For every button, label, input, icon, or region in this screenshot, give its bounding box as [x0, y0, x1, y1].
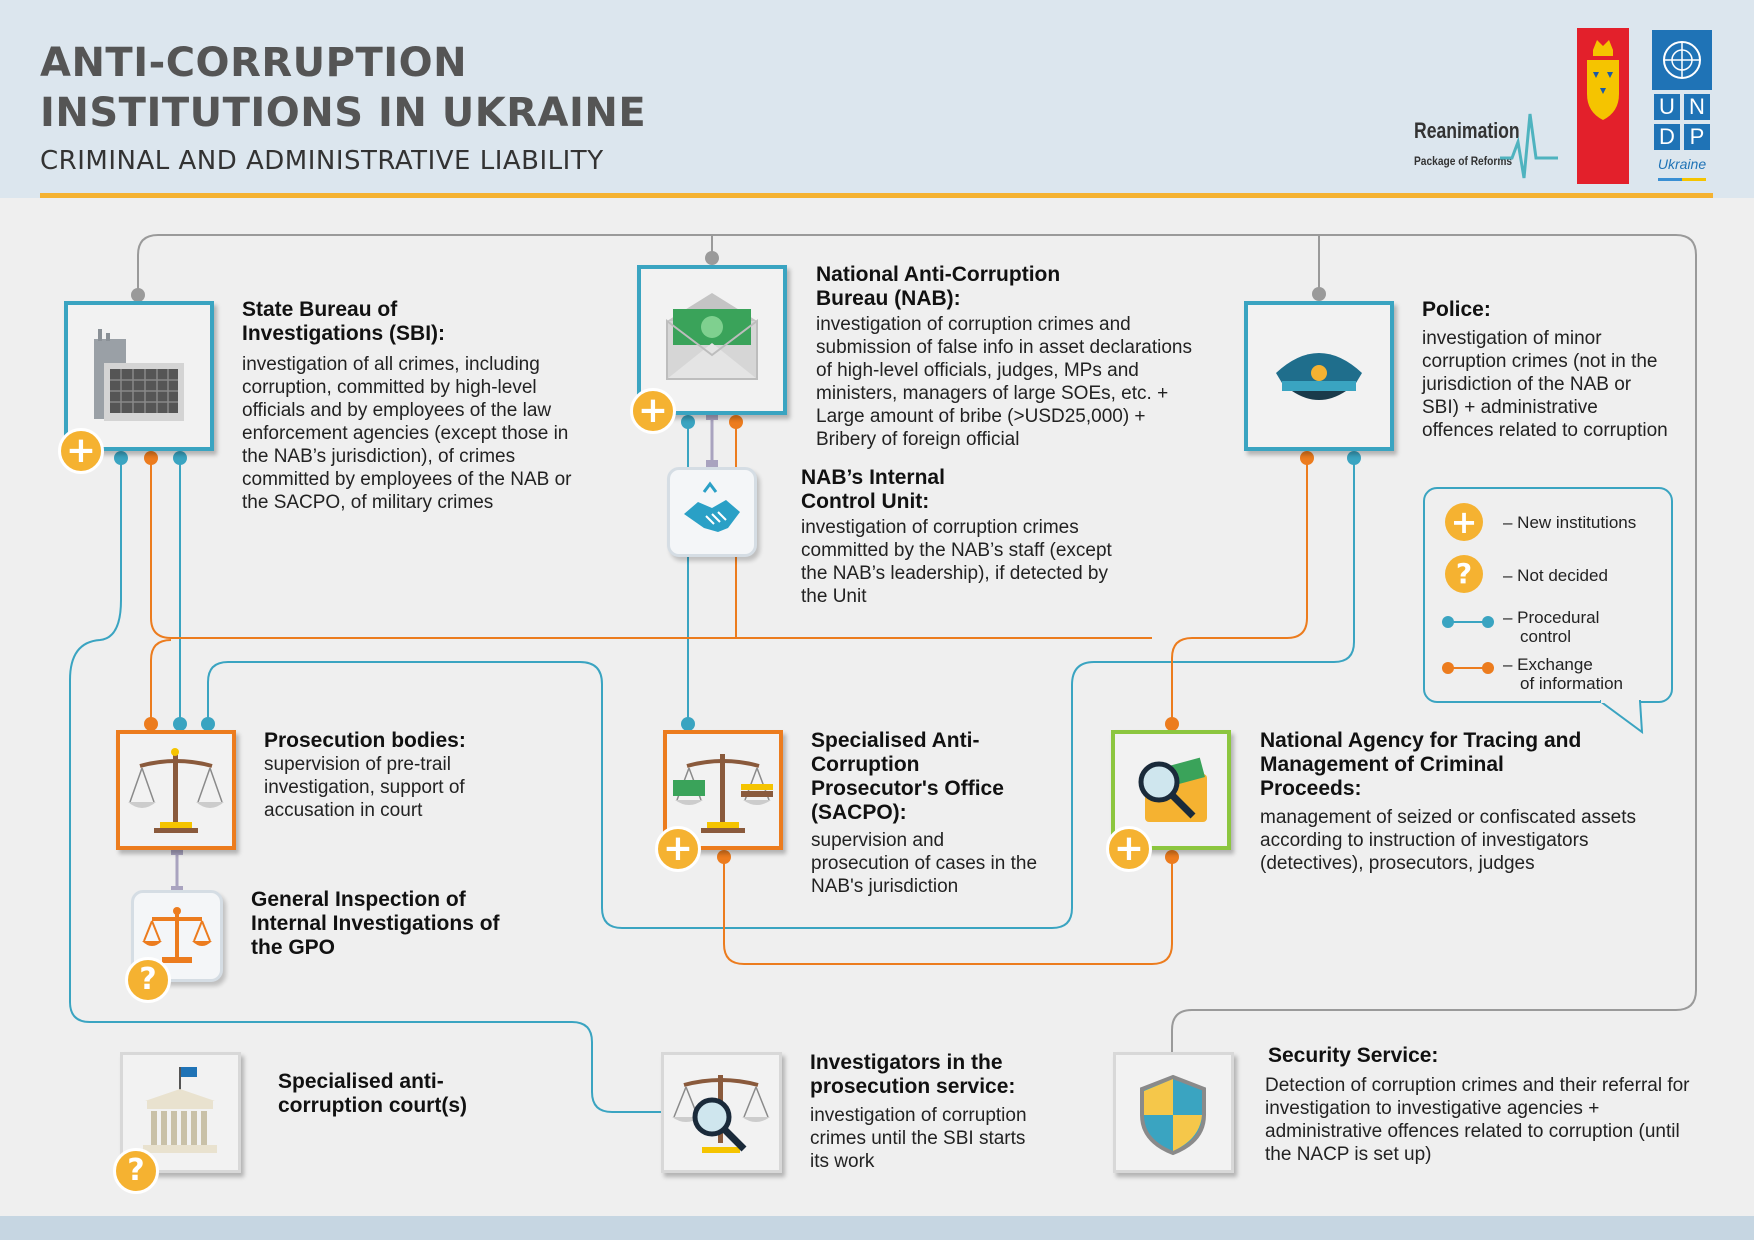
prosecution-desc: supervision of pre-trail investigation, …	[264, 754, 465, 821]
prosecution-title: Prosecution bodies:	[264, 729, 466, 752]
legend-not-decided-label: – Not decided	[1503, 566, 1608, 585]
undp-logo: U N D P Ukraine	[1652, 30, 1712, 186]
shield-icon	[1140, 1074, 1206, 1156]
arma-new-badge: +	[1106, 826, 1152, 872]
investigators-desc: investigation of corruption crimes until…	[810, 1105, 1027, 1172]
undp-letter-n: N	[1684, 94, 1710, 120]
legend-new-badge: +	[1445, 503, 1483, 541]
legend-new-label: – New institutions	[1503, 513, 1637, 532]
legend: + – New institutions ? – Not decided – P…	[1423, 487, 1673, 703]
title-line-2: INSTITUTIONS IN UKRAINE	[40, 90, 647, 136]
court-title: Specialised anti-corruption court(s)	[278, 1070, 467, 1117]
sbi-desc: investigation of all crimes, including c…	[242, 354, 572, 513]
arma-desc: management of seized or confiscated asse…	[1260, 807, 1636, 874]
header-band	[0, 0, 1754, 198]
sbi-new-badge: +	[58, 428, 104, 474]
nab-icu-box	[667, 467, 757, 557]
legend-procedural-swatch	[1442, 616, 1494, 628]
security-box	[1113, 1052, 1234, 1173]
grey-bus-line	[137, 234, 1697, 1055]
nab-icu-desc: investigation of corruption crimes commi…	[801, 517, 1112, 607]
investigators-title: Investigators in the prosecution service…	[810, 1051, 1016, 1098]
orange-line-sbi	[150, 458, 1152, 639]
investigators-box	[661, 1052, 782, 1173]
undp-flag-stripe	[1658, 178, 1706, 181]
page-title: ANTI-CORRUPTION INSTITUTIONS IN UKRAINE	[40, 38, 646, 138]
title-line-1: ANTI-CORRUPTION	[40, 40, 468, 86]
magnifier-wallet-icon	[1138, 757, 1207, 822]
court-not-decided-badge: ?	[113, 1148, 159, 1194]
security-desc: Detection of corruption crimes and their…	[1265, 1075, 1690, 1165]
page-subtitle: CRIMINAL AND ADMINISTRATIVE LIABILITY	[40, 146, 604, 176]
sacpo-desc: supervision and prosecution of cases in …	[811, 830, 1038, 897]
security-title: Security Service:	[1268, 1044, 1439, 1067]
legend-exchange-swatch	[1442, 662, 1494, 674]
pulse-icon	[1500, 113, 1558, 179]
header-rule	[40, 193, 1713, 198]
scales-orange-icon	[142, 907, 212, 963]
nab-icu-title: NAB’s Internal Control Unit:	[801, 466, 945, 513]
legend-procedural-label-1: – Procedural	[1503, 608, 1600, 627]
reanimation-logo-text: Reanimation	[1414, 118, 1520, 143]
prosecution-box	[116, 730, 236, 850]
nab-new-badge: +	[630, 388, 676, 434]
legend-exchange-label-2: of information	[1520, 674, 1623, 693]
scales-money-icon	[673, 754, 773, 833]
scales-magnifier-icon	[672, 1075, 770, 1153]
nab-desc: investigation of corruption crimes and s…	[816, 314, 1192, 450]
footer-band	[0, 1216, 1754, 1240]
nab-title: National Anti-Corruption Bureau (NAB):	[816, 263, 1061, 310]
handshake-icon	[684, 481, 740, 532]
undp-letter-d: D	[1654, 124, 1680, 150]
scales-icon	[128, 748, 224, 833]
police-title: Police:	[1422, 298, 1491, 321]
legend-exchange-label-1: – Exchange	[1503, 655, 1593, 674]
legend-procedural-label-2: control	[1520, 627, 1572, 646]
sbi-title: State Bureau of Investigations (SBI):	[242, 298, 446, 345]
money-envelope-icon	[666, 293, 758, 380]
undp-country: Ukraine	[1657, 156, 1707, 172]
gigpo-title: General Inspection of Internal Investiga…	[251, 888, 500, 959]
legend-pointer	[1600, 700, 1644, 734]
gigpo-box	[131, 890, 223, 982]
reanimation-logo-subtext: Package of Reforms	[1414, 154, 1513, 168]
arma-title: National Agency for Tracing and Manageme…	[1260, 729, 1582, 800]
blue-line-prosecution-police	[207, 458, 1355, 929]
undp-letter-p: P	[1684, 124, 1710, 150]
undp-letter-u: U	[1654, 94, 1680, 120]
gigpo-not-decided-badge: ?	[125, 957, 171, 1003]
legend-not-decided-badge: ?	[1445, 555, 1483, 593]
police-box	[1244, 301, 1394, 451]
police-desc: investigation of minor corruption crimes…	[1422, 328, 1668, 441]
building-icon	[94, 329, 184, 421]
sbi-box	[64, 301, 214, 451]
un-emblem-icon	[1652, 30, 1712, 90]
orange-line-prosecution	[150, 639, 172, 724]
orange-line-sacpo-arma	[723, 857, 1173, 965]
blue-line-sbi-court	[69, 458, 662, 1113]
orange-line-police-arma	[1171, 458, 1308, 724]
sacpo-title: Specialised Anti-Corruption Prosecutor's…	[811, 729, 1004, 824]
sacpo-new-badge: +	[655, 826, 701, 872]
denmark-coat-of-arms-icon	[1577, 28, 1629, 184]
courthouse-icon	[143, 1067, 217, 1153]
nab-box	[637, 265, 787, 415]
police-cap-icon	[1276, 353, 1362, 400]
